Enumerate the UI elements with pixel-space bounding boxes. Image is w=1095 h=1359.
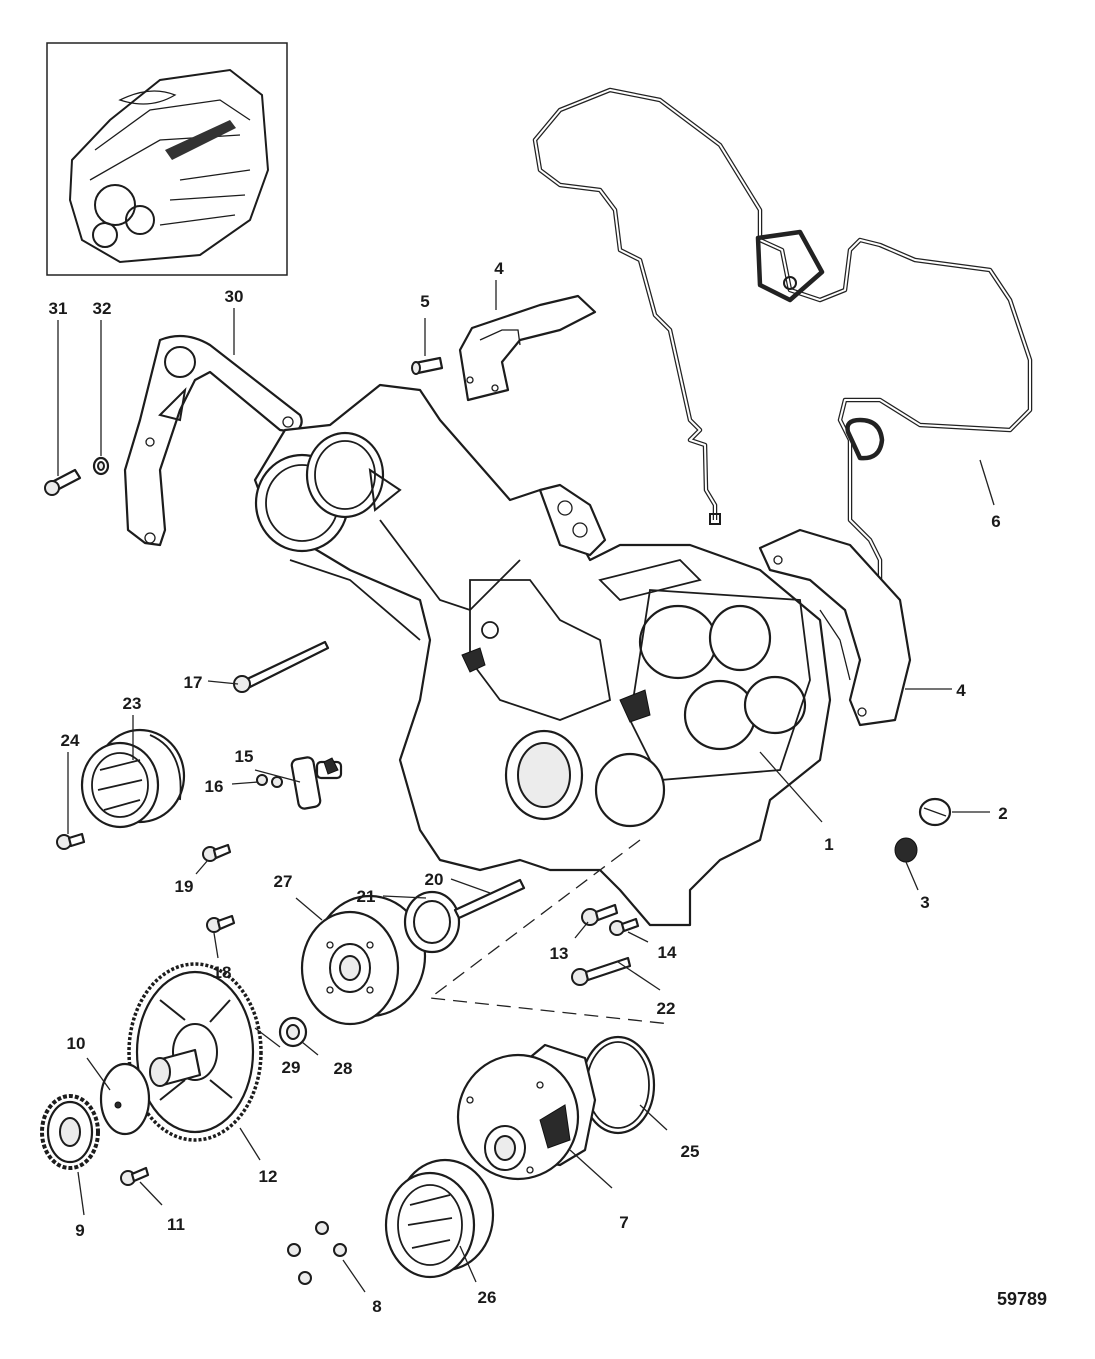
side-cover-plate bbox=[758, 528, 912, 727]
callout-5: 5 bbox=[420, 292, 429, 311]
callout-9: 9 bbox=[75, 1221, 84, 1240]
part-16-screw bbox=[256, 774, 283, 788]
callout-2: 2 bbox=[998, 804, 1007, 823]
callout-13: 13 bbox=[550, 944, 569, 963]
part-20-pin bbox=[453, 878, 526, 920]
part-10-washer bbox=[99, 1062, 151, 1136]
part-3-fitting bbox=[894, 837, 918, 863]
callout-7: 7 bbox=[619, 1213, 628, 1232]
callout-26: 26 bbox=[478, 1288, 497, 1307]
callout-15: 15 bbox=[235, 747, 254, 766]
callout-6: 6 bbox=[991, 512, 1000, 531]
part-32-washer bbox=[92, 456, 110, 476]
part-15-sensor bbox=[290, 756, 343, 810]
part-14-bolt bbox=[609, 917, 640, 936]
part-31-bolt bbox=[44, 468, 82, 496]
part-13-bolt bbox=[581, 903, 619, 926]
callout-21: 21 bbox=[357, 887, 376, 906]
callout-18: 18 bbox=[213, 963, 232, 982]
figure-number: 59789 bbox=[997, 1289, 1047, 1309]
part-21-seal bbox=[403, 890, 461, 954]
callout-17: 17 bbox=[184, 673, 203, 692]
callout-23: 23 bbox=[123, 694, 142, 713]
part-24-bolt bbox=[56, 832, 86, 850]
alignment-guide bbox=[428, 839, 671, 1025]
part-23-pulley bbox=[80, 728, 186, 829]
callout-10: 10 bbox=[67, 1034, 86, 1053]
part-7-water-pump bbox=[456, 1043, 597, 1181]
part-5-bolt bbox=[411, 356, 444, 375]
part-17-bolt bbox=[233, 640, 330, 693]
mounting-bracket bbox=[123, 334, 303, 547]
callout-labels: 1 2 3 4 4 5 6 7 8 9 10 11 12 13 14 15 16… bbox=[49, 259, 1008, 1316]
part-11-bolt bbox=[120, 1166, 150, 1186]
callout-14: 14 bbox=[658, 943, 677, 962]
callout-16: 16 bbox=[205, 777, 224, 796]
part-2-plug bbox=[918, 797, 952, 827]
leader-lines bbox=[57, 280, 995, 1293]
callout-31: 31 bbox=[49, 299, 68, 318]
callout-30: 30 bbox=[225, 287, 244, 306]
callout-3: 3 bbox=[920, 893, 929, 912]
callout-12: 12 bbox=[259, 1167, 278, 1186]
part-12-gear bbox=[127, 962, 263, 1142]
part-25-oring bbox=[580, 1035, 656, 1135]
part-22-bolt bbox=[571, 956, 632, 986]
timing-cover-gasket bbox=[532, 87, 1033, 609]
engine-locator-inset bbox=[46, 42, 288, 276]
callout-29: 29 bbox=[282, 1058, 301, 1077]
callout-11: 11 bbox=[167, 1215, 185, 1234]
callout-25: 25 bbox=[681, 1142, 700, 1161]
part-9-sprocket bbox=[40, 1094, 100, 1170]
timing-cover-housing bbox=[253, 383, 832, 927]
part-8-bolts bbox=[287, 1221, 347, 1285]
callout-8: 8 bbox=[372, 1297, 381, 1316]
callout-32: 32 bbox=[93, 299, 112, 318]
callout-4-upper: 4 bbox=[494, 259, 504, 278]
part-26-pulley bbox=[384, 1158, 495, 1279]
callout-19: 19 bbox=[175, 877, 194, 896]
callout-27: 27 bbox=[274, 872, 293, 891]
callout-22: 22 bbox=[657, 999, 676, 1018]
upper-cover-plate bbox=[458, 294, 597, 402]
part-28-washer bbox=[278, 1016, 308, 1048]
callout-4-side: 4 bbox=[956, 681, 966, 700]
callout-28: 28 bbox=[334, 1059, 353, 1078]
callout-24: 24 bbox=[61, 731, 80, 750]
part-27-hub bbox=[300, 894, 427, 1026]
part-18-bolt bbox=[206, 914, 236, 933]
part-19-bolt bbox=[202, 843, 232, 862]
callout-20: 20 bbox=[425, 870, 444, 889]
callout-1: 1 bbox=[824, 835, 833, 854]
